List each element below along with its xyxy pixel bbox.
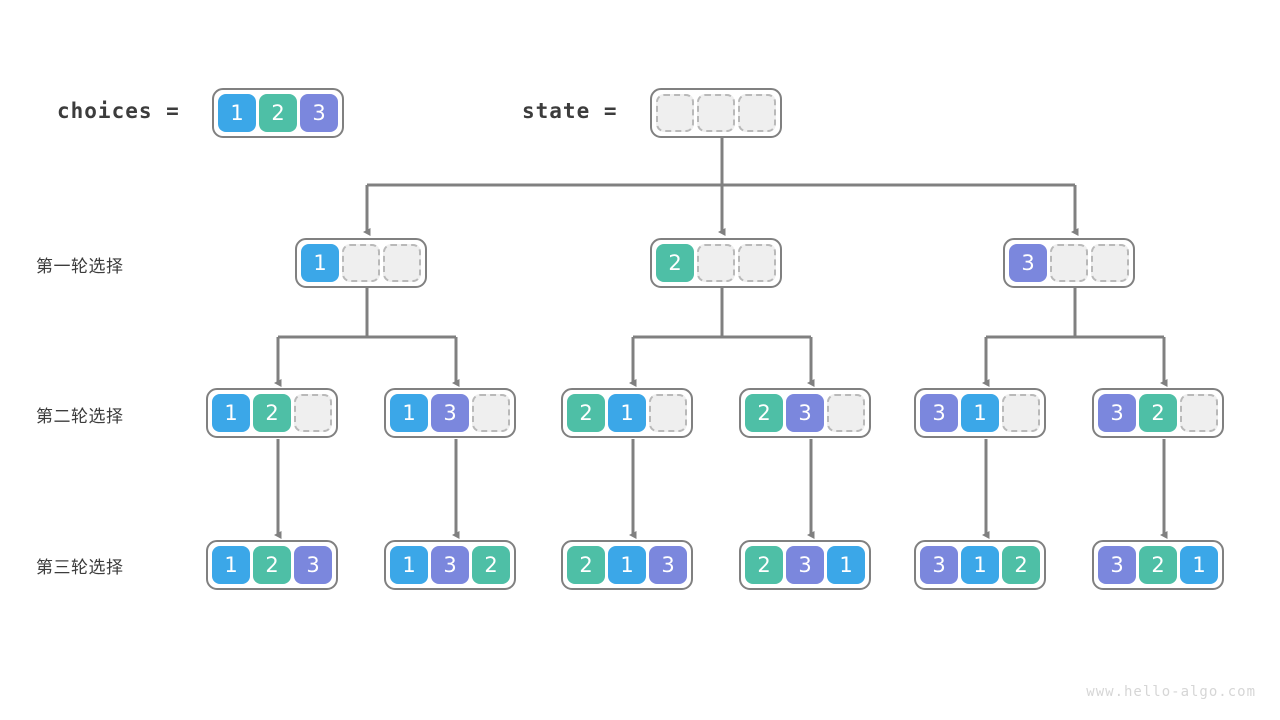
state-label: state = bbox=[522, 99, 618, 123]
array-cell-value: 2 bbox=[567, 394, 605, 432]
array-cell-empty bbox=[738, 94, 776, 132]
array-cell-value: 1 bbox=[390, 394, 428, 432]
array-cell-value: 1 bbox=[212, 394, 250, 432]
array-cell-value: 2 bbox=[745, 394, 783, 432]
array-cell-value: 1 bbox=[961, 394, 999, 432]
array-cell-empty bbox=[342, 244, 380, 282]
node-level1-2[interactable]: 2 bbox=[650, 238, 782, 288]
array-cell-empty bbox=[649, 394, 687, 432]
array-cell-value: 2 bbox=[253, 394, 291, 432]
array-cell-value: 1 bbox=[301, 244, 339, 282]
choices-label: choices = bbox=[57, 99, 180, 123]
array-cell-value: 3 bbox=[649, 546, 687, 584]
array-cell-value: 2 bbox=[1002, 546, 1040, 584]
array-cell-value: 2 bbox=[259, 94, 297, 132]
array-cell-empty bbox=[697, 94, 735, 132]
array-cell-value: 2 bbox=[1139, 394, 1177, 432]
array-cell-empty bbox=[656, 94, 694, 132]
array-cell-value: 2 bbox=[567, 546, 605, 584]
array-cell-value: 3 bbox=[920, 394, 958, 432]
row-label-level3: 第三轮选择 bbox=[36, 558, 124, 578]
array-cell-value: 3 bbox=[294, 546, 332, 584]
array-cell-value: 1 bbox=[212, 546, 250, 584]
row-label-level2: 第二轮选择 bbox=[36, 407, 124, 427]
array-cell-value: 3 bbox=[431, 394, 469, 432]
array-cell-value: 3 bbox=[786, 394, 824, 432]
array-cell-value: 1 bbox=[1180, 546, 1218, 584]
array-cell-value: 1 bbox=[390, 546, 428, 584]
array-cell-empty bbox=[1180, 394, 1218, 432]
array-cell-value: 2 bbox=[745, 546, 783, 584]
array-cell-value: 3 bbox=[1098, 394, 1136, 432]
node-level1-1[interactable]: 1 bbox=[295, 238, 427, 288]
array-cell-empty bbox=[294, 394, 332, 432]
watermark: www.hello-algo.com bbox=[1086, 684, 1256, 700]
array-cell-empty bbox=[472, 394, 510, 432]
array-cell-value: 3 bbox=[300, 94, 338, 132]
array-cell-empty bbox=[1050, 244, 1088, 282]
array-cell-value: 1 bbox=[608, 394, 646, 432]
array-cell-value: 2 bbox=[253, 546, 291, 584]
array-cell-empty bbox=[1091, 244, 1129, 282]
array-cell-empty bbox=[1002, 394, 1040, 432]
array-cell-value: 1 bbox=[961, 546, 999, 584]
array-cell-value: 2 bbox=[1139, 546, 1177, 584]
node-level1-3[interactable]: 3 bbox=[1003, 238, 1135, 288]
array-cell-value: 1 bbox=[827, 546, 865, 584]
array-cell-empty bbox=[383, 244, 421, 282]
array-cell-value: 2 bbox=[472, 546, 510, 584]
array-cell-empty bbox=[697, 244, 735, 282]
array-cell-value: 3 bbox=[920, 546, 958, 584]
array-cell-value: 2 bbox=[656, 244, 694, 282]
array-cell-value: 3 bbox=[431, 546, 469, 584]
array-cell-value: 3 bbox=[786, 546, 824, 584]
array-cell-value: 3 bbox=[1098, 546, 1136, 584]
state-array bbox=[650, 88, 782, 138]
array-cell-empty bbox=[827, 394, 865, 432]
array-cell-value: 1 bbox=[218, 94, 256, 132]
row-label-level1: 第一轮选择 bbox=[36, 257, 124, 277]
array-cell-value: 3 bbox=[1009, 244, 1047, 282]
array-cell-value: 1 bbox=[608, 546, 646, 584]
array-cell-empty bbox=[738, 244, 776, 282]
